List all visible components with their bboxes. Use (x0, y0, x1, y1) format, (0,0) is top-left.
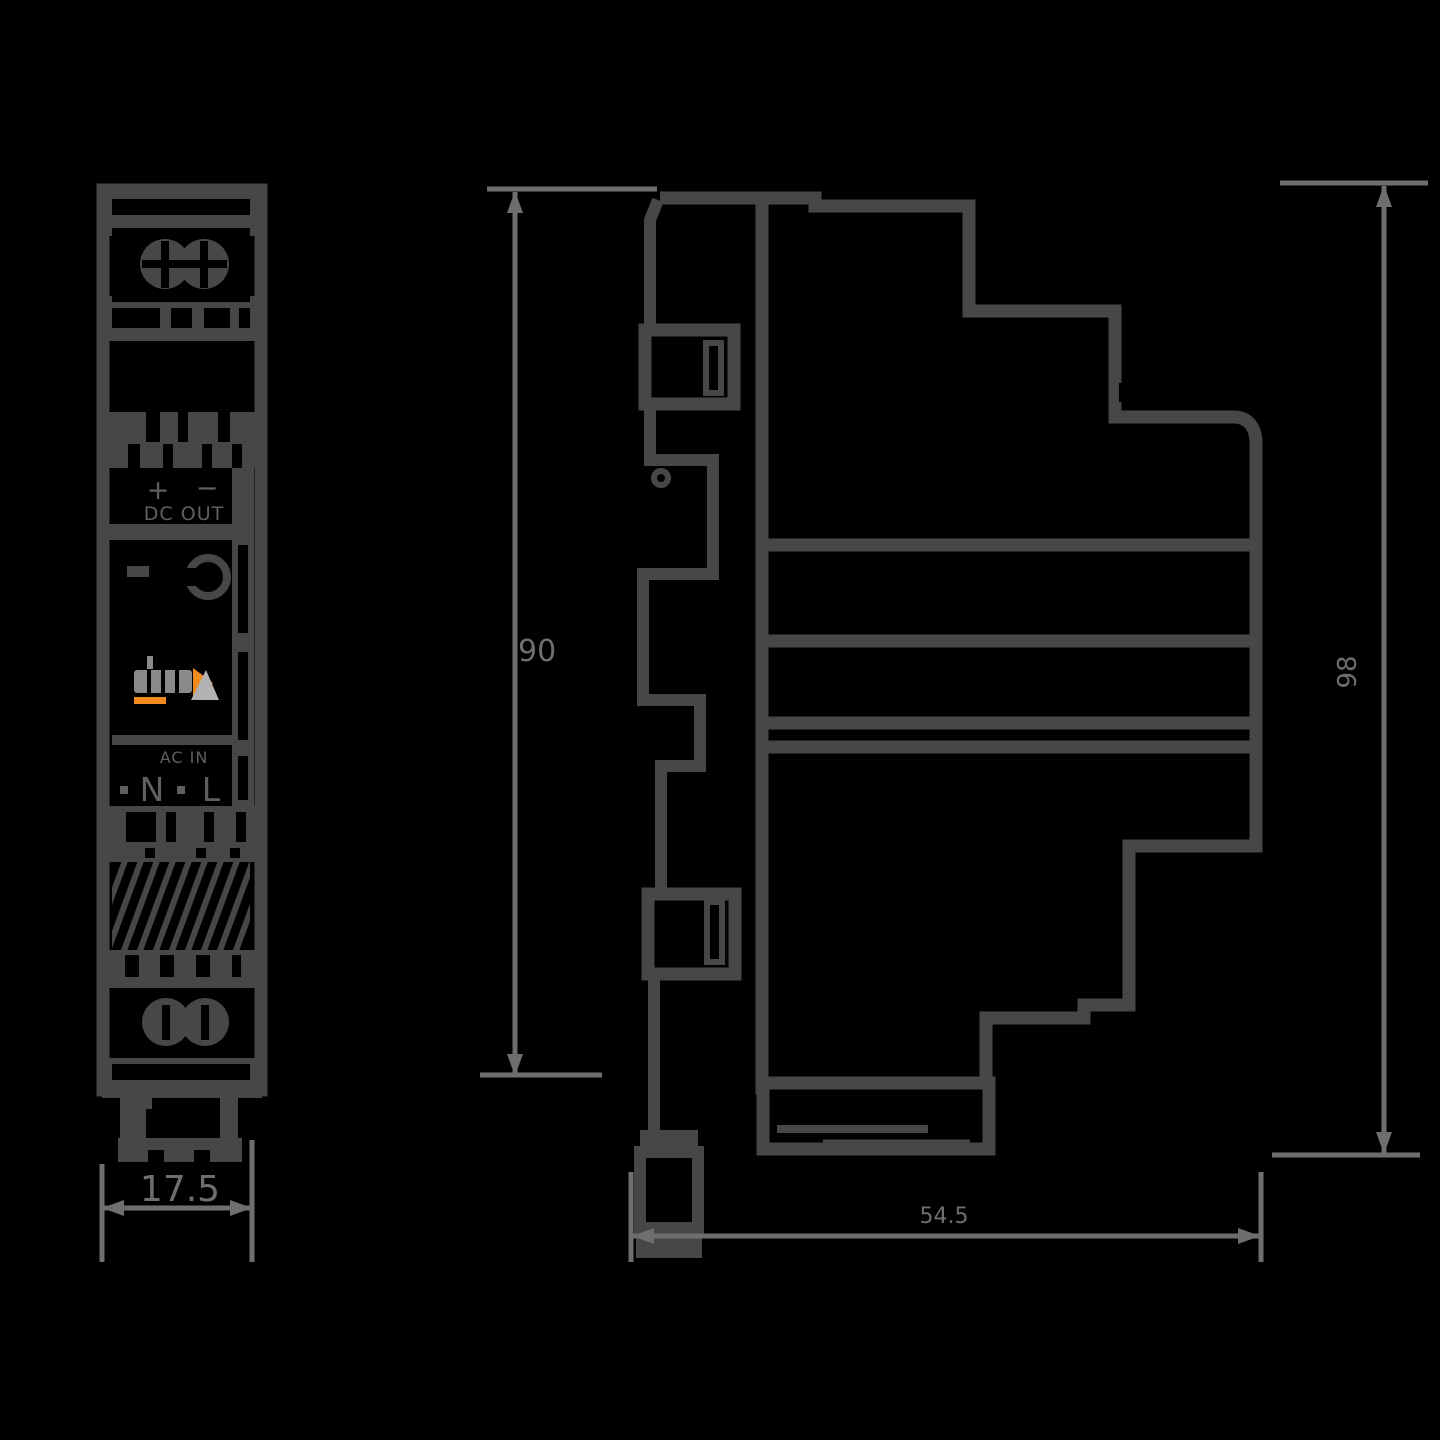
right-rail (232, 468, 254, 806)
clip-pin-icon (651, 468, 671, 488)
left-edge-upper (644, 197, 664, 332)
upper-terminal-teeth (128, 412, 242, 468)
overall-height-value: 98 (1333, 655, 1363, 688)
vent-grille (112, 862, 250, 950)
body-seam-lines (762, 538, 1252, 754)
depth-value: 54.5 (920, 1204, 969, 1229)
front-width-dimension: 17.5 (99, 1140, 255, 1262)
body-height-dimension: 90 (480, 186, 657, 1078)
arrowhead-left-icon (632, 1228, 654, 1244)
under-grille-slots (125, 955, 241, 977)
depth-dimension: 54.5 (628, 1172, 1264, 1262)
brand-logo-icon (134, 656, 219, 704)
arrowhead-up-icon (507, 191, 523, 213)
side-bottom-tab (756, 1076, 996, 1156)
voltage-adjust-pot-icon (127, 554, 231, 600)
logo-light-triangle (191, 670, 219, 700)
ac-in-label: AC IN (160, 748, 209, 767)
lower-terminal-teeth (126, 812, 246, 858)
arrowhead-left-icon (102, 1200, 124, 1216)
adjust-mark (127, 566, 149, 577)
neutral-label: N (140, 770, 165, 809)
ac-in-section: AC IN N L (120, 748, 221, 809)
line-label: L (202, 770, 221, 809)
top-band-ticks (160, 308, 239, 328)
edge-notch (1119, 383, 1132, 402)
top-screw-terminals (140, 239, 229, 289)
top-slot (112, 199, 250, 215)
top-tick-band (112, 308, 250, 328)
arrowhead-right-icon (1238, 1228, 1260, 1244)
front-view: + − DC OUT AC (96, 183, 268, 1162)
logo-orange-bar (134, 697, 166, 704)
plus-label: + (147, 475, 170, 506)
upper-recess-panel (112, 341, 250, 412)
side-terminal-block-bottom (641, 887, 742, 981)
dc-out-label: DC OUT (144, 503, 224, 525)
side-din-clip (634, 974, 704, 1258)
arrowhead-down-icon (1376, 1132, 1392, 1154)
bottom-screw-terminals (142, 998, 229, 1046)
body-height-value: 90 (518, 634, 556, 669)
arrowhead-right-icon (230, 1200, 252, 1216)
bottom-slot (112, 1064, 250, 1080)
side-terminal-block-top (638, 323, 741, 411)
front-din-clip-foot (118, 1097, 242, 1162)
front-width-value: 17.5 (140, 1169, 220, 1210)
din-rail-channel-profile (637, 404, 719, 894)
arrowhead-up-icon (1376, 185, 1392, 207)
minus-label: − (196, 473, 219, 504)
side-view (634, 191, 1263, 1258)
overall-height-dimension: 98 (1272, 180, 1428, 1158)
front-face-recess-windows (112, 199, 250, 1080)
arrowhead-down-icon (507, 1054, 523, 1076)
dc-out-section: + − DC OUT (144, 473, 224, 525)
